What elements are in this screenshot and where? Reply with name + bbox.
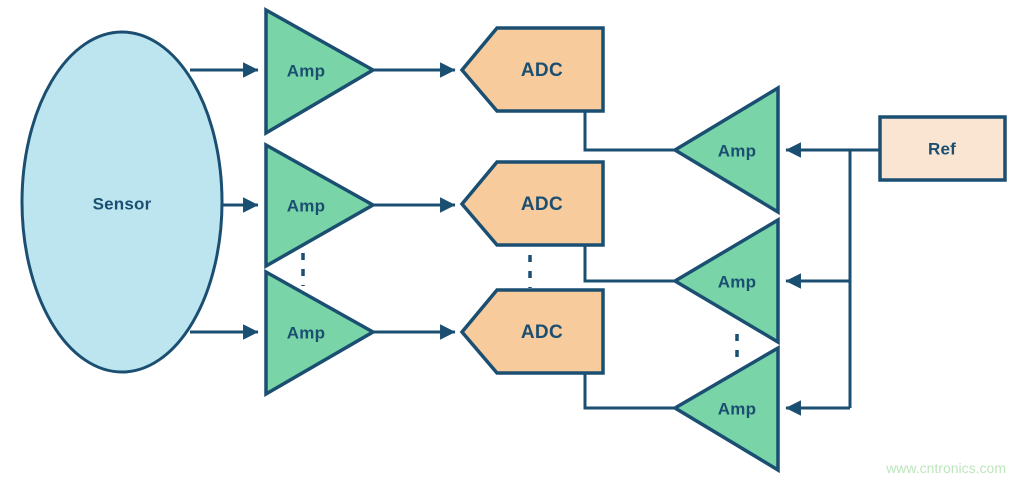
adc-shape[interactable] <box>459 288 605 375</box>
watermark-label: www.cntronics.com <box>885 460 1006 476</box>
continuation-marks <box>301 253 739 365</box>
input-amplifier-1[interactable]: Amp <box>264 7 377 137</box>
sensor-shape[interactable] <box>20 30 224 374</box>
adc-shape[interactable] <box>459 160 605 247</box>
input-amplifier-2[interactable]: Amp <box>264 142 377 270</box>
adc-shape[interactable] <box>459 26 605 113</box>
reference-buffer-amp-1[interactable]: Amp <box>671 84 780 216</box>
adc-block-1[interactable]: ADC <box>459 26 605 113</box>
sensor-block[interactable]: Sensor <box>20 30 224 374</box>
reference-buffer-amp-3[interactable]: Amp <box>671 344 780 474</box>
amp-triangle[interactable] <box>264 269 377 398</box>
amp-triangle[interactable] <box>671 344 780 474</box>
input-amplifier-3[interactable]: Amp <box>264 269 377 398</box>
amp-triangle[interactable] <box>264 7 377 137</box>
reference-buffer-amp-2[interactable]: Amp <box>671 216 780 346</box>
adc-block-3[interactable]: ADC <box>459 288 605 375</box>
amp-triangle[interactable] <box>671 216 780 346</box>
adc-block-2[interactable]: ADC <box>459 160 605 247</box>
ref-shape[interactable] <box>878 115 1007 182</box>
amp-triangle[interactable] <box>264 142 377 270</box>
amp-triangle[interactable] <box>671 84 780 216</box>
amp-to-adc-wires <box>373 62 456 340</box>
reference-bus-wires <box>785 142 880 416</box>
reference-block[interactable]: Ref <box>878 115 1007 182</box>
